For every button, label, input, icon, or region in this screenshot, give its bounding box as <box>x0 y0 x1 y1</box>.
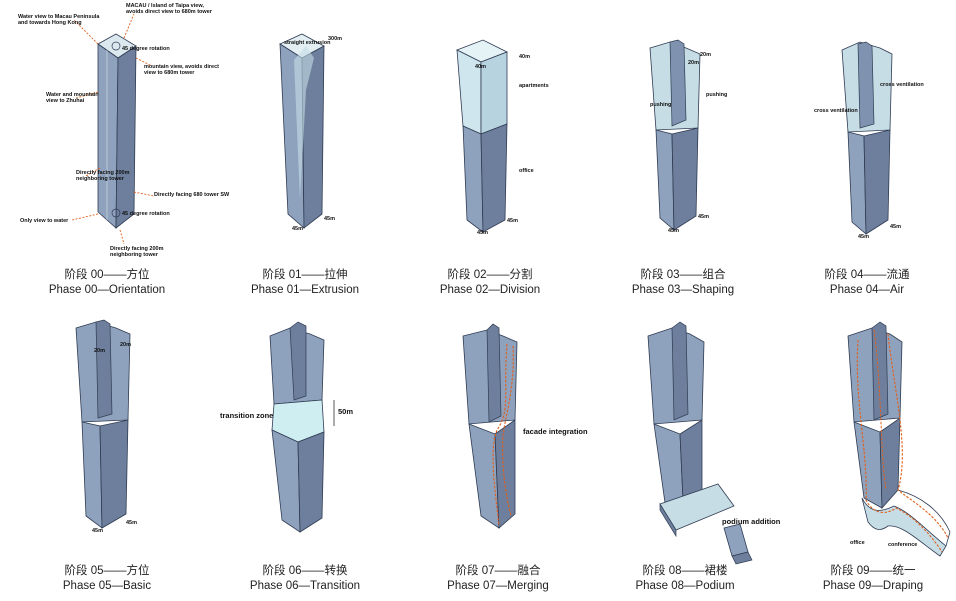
label-conference: conference <box>888 542 917 548</box>
panel-phase-06: transition zone 50m 阶段 06——转换 Phase 06—T… <box>210 300 400 600</box>
label-cross-ventilation-left: cross ventilation <box>814 108 858 114</box>
label-facing-200m: Directly facing 200m <box>76 170 130 176</box>
caption-phase-00: 阶段 00——方位 Phase 00—Orientation <box>12 268 202 298</box>
tower-diagram-extrusion: straight extrusion 300m 45m 45m <box>279 33 342 232</box>
panel-phase-08: podium addition 阶段 08——裙楼 Phase 08—Podiu… <box>590 300 781 600</box>
caption-en: Phase 06—Transition <box>249 580 361 592</box>
caption-phase-05: 阶段 05——方位 Phase 05—Basic <box>12 564 202 594</box>
label-45m-right: 45m <box>126 520 137 526</box>
label-taipa-view-2: avoids direct view to 680m tower <box>126 9 213 15</box>
label-20m-a: 20m <box>700 52 711 58</box>
label-pushing-right: pushing <box>706 92 727 98</box>
label-50m: 50m <box>338 407 353 416</box>
tower-diagram-air: cross ventilation cross ventilation 45m … <box>814 41 924 240</box>
label-40m-b: 40m <box>519 54 530 60</box>
label-office: office <box>519 168 534 174</box>
label-45m-bottom: 45m <box>92 528 103 534</box>
panel-phase-04: cross ventilation cross ventilation 45m … <box>780 0 956 300</box>
label-facade-integration: facade integration <box>523 427 588 436</box>
caption-phase-01: 阶段 01——拉伸 Phase 01—Extrusion <box>210 268 400 298</box>
panel-phase-07: facade integration 阶段 07——融合 Phase 07—Me… <box>403 300 593 600</box>
tower-diagram-division: 40m 40m apartments office 45m 45m <box>456 39 549 236</box>
label-water-mountain-2: view to Zhuhai <box>46 98 85 104</box>
tower-diagram-merging: facade integration <box>462 323 588 529</box>
caption-zh: 阶段 09——统一 <box>830 565 916 577</box>
caption-zh: 阶段 07——融合 <box>455 565 541 577</box>
caption-en: Phase 09—Draping <box>822 580 924 592</box>
label-mountain-view-2: view to 680m tower <box>144 70 195 76</box>
label-45m-right: 45m <box>507 218 518 224</box>
caption-phase-02: 阶段 02——分割 Phase 02—Division <box>395 268 585 298</box>
label-water-view-macau: Water view to Macau Peninsula <box>18 14 100 20</box>
label-facing-680: Directly facing 680 tower SW <box>154 192 230 198</box>
tower-diagram-podium: podium addition <box>647 321 781 565</box>
caption-zh: 阶段 02——分割 <box>447 269 533 281</box>
panel-phase-03: 20m 20m pushing pushing 45m 45m 阶段 03——组… <box>588 0 778 300</box>
label-apartments: apartments <box>519 83 549 89</box>
caption-en: Phase 02—Division <box>439 284 541 296</box>
label-facing-200m-2: neighboring tower <box>76 176 125 182</box>
tower-diagram-basic: 20m 20m 45m 45m <box>75 319 137 534</box>
label-office: office <box>850 540 865 546</box>
caption-en: Phase 03—Shaping <box>631 284 735 296</box>
panel-phase-00: Water view to Macau Peninsula and toward… <box>12 0 230 300</box>
label-45-rotation-bottom: 45 degree rotation <box>122 211 170 217</box>
caption-zh: 阶段 01——拉伸 <box>262 269 348 281</box>
caption-zh: 阶段 00——方位 <box>64 269 150 281</box>
label-water-view-macau-2: and towards Hong Kong <box>18 20 82 26</box>
caption-zh: 阶段 08——裙楼 <box>642 565 728 577</box>
label-facing-200m-bottom-2: neighboring tower <box>110 252 159 258</box>
panel-phase-02: 40m 40m apartments office 45m 45m 阶段 02—… <box>395 0 585 300</box>
label-20m-a: 20m <box>94 348 105 354</box>
tower-diagram-shaping: 20m 20m pushing pushing 45m 45m <box>649 39 727 234</box>
label-45m-bottom: 45m <box>858 234 869 240</box>
caption-zh: 阶段 05——方位 <box>64 565 150 577</box>
caption-en: Phase 04—Air <box>829 284 905 296</box>
label-300m: 300m <box>328 36 342 42</box>
label-45-rotation-top: 45 degree rotation <box>122 46 170 52</box>
caption-en: Phase 00—Orientation <box>48 284 166 296</box>
caption-zh: 阶段 06——转换 <box>262 565 348 577</box>
caption-phase-09: 阶段 09——统一 Phase 09—Draping <box>778 564 956 594</box>
caption-en: Phase 08—Podium <box>635 580 735 592</box>
label-facing-200m-bottom: Directly facing 200m <box>110 246 164 252</box>
caption-zh: 阶段 03——组合 <box>640 269 726 281</box>
caption-en: Phase 05—Basic <box>62 580 152 592</box>
label-only-water: Only view to water <box>20 218 69 224</box>
label-20m-b: 20m <box>120 342 131 348</box>
panel-phase-01: straight extrusion 300m 45m 45m 阶段 01——拉… <box>210 0 400 300</box>
label-45m-bottom: 45m <box>292 226 303 232</box>
tower-diagram-draping: office conference <box>847 321 951 557</box>
label-mountain-view: mountain view, avoids direct <box>144 64 219 70</box>
label-transition-zone: transition zone <box>220 411 273 420</box>
label-40m-a: 40m <box>475 64 486 70</box>
label-water-mountain: Water and mountain <box>46 92 99 98</box>
label-taipa-view: MACAU / Island of Taipa view, <box>126 3 204 9</box>
label-cross-ventilation-right: cross ventilation <box>880 82 924 88</box>
label-20m-b: 20m <box>688 60 699 66</box>
caption-zh: 阶段 04——流通 <box>824 269 910 281</box>
caption-phase-07: 阶段 07——融合 Phase 07—Merging <box>403 564 593 594</box>
tower-diagram-orientation: Water view to Macau Peninsula and toward… <box>18 3 230 258</box>
panel-phase-09: office conference 阶段 09——统一 Phase 09—Dra… <box>770 300 956 600</box>
caption-phase-08: 阶段 08——裙楼 Phase 08—Podium <box>590 564 780 594</box>
tower-diagram-transition: transition zone 50m <box>220 321 353 533</box>
label-45m-bottom: 45m <box>477 230 488 236</box>
label-45m-right: 45m <box>698 214 709 220</box>
caption-en: Phase 01—Extrusion <box>250 284 360 296</box>
label-45m-right: 45m <box>324 216 335 222</box>
panel-phase-05: 20m 20m 45m 45m 阶段 05——方位 Phase 05—Basic <box>12 300 202 600</box>
caption-phase-03: 阶段 03——组合 Phase 03—Shaping <box>588 268 778 298</box>
label-straight-extrusion: straight extrusion <box>284 40 331 46</box>
caption-en: Phase 07—Merging <box>447 580 549 592</box>
caption-phase-06: 阶段 06——转换 Phase 06—Transition <box>210 564 400 594</box>
label-45m-bottom: 45m <box>668 228 679 234</box>
label-pushing-left: pushing <box>650 102 671 108</box>
label-45m-right: 45m <box>890 224 901 230</box>
label-podium-addition: podium addition <box>722 517 781 526</box>
caption-phase-04: 阶段 04——流通 Phase 04—Air <box>772 268 956 298</box>
